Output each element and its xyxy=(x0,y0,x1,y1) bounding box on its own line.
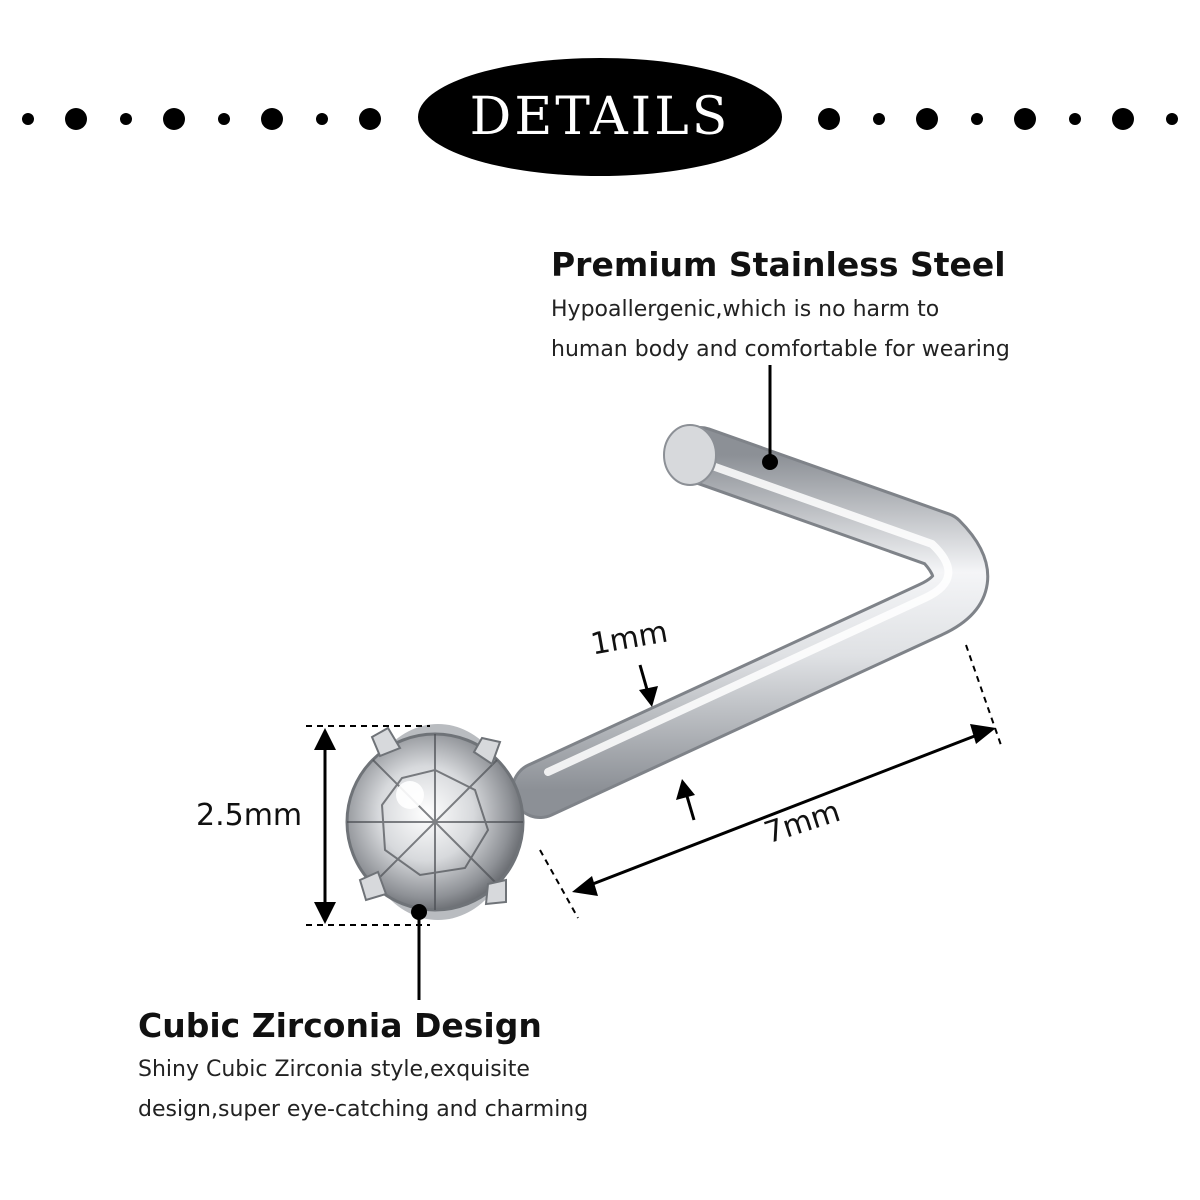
stone-height-dimension xyxy=(306,725,430,926)
wire-thickness-dimension xyxy=(638,664,696,821)
post-length-dimension xyxy=(539,644,1003,919)
zirconia-pointer xyxy=(411,904,427,1000)
zirconia-callout-line: design,super eye-catching and charming xyxy=(138,1097,589,1122)
steel-pointer xyxy=(762,365,778,470)
steel-callout-title: Premium Stainless Steel xyxy=(551,245,1006,284)
zirconia-callout-description: Shiny Cubic Zirconia style,exquisite des… xyxy=(138,1050,588,1130)
steel-callout-line: human body and comfortable for wearing xyxy=(551,337,1010,362)
zirconia-callout-title: Cubic Zirconia Design xyxy=(138,1006,542,1045)
steel-callout-description: Hypoallergenic,which is no harm to human… xyxy=(551,290,1010,370)
steel-pin xyxy=(511,424,990,819)
steel-callout-line: Hypoallergenic,which is no harm to xyxy=(551,297,940,322)
stone-diameter-label: 2.5mm xyxy=(196,798,303,833)
details-header: DETAILS xyxy=(418,58,782,176)
cubic-zirconia-stone xyxy=(345,724,525,920)
details-title: DETAILS xyxy=(469,87,731,147)
zirconia-callout-line: Shiny Cubic Zirconia style,exquisite xyxy=(138,1057,530,1082)
